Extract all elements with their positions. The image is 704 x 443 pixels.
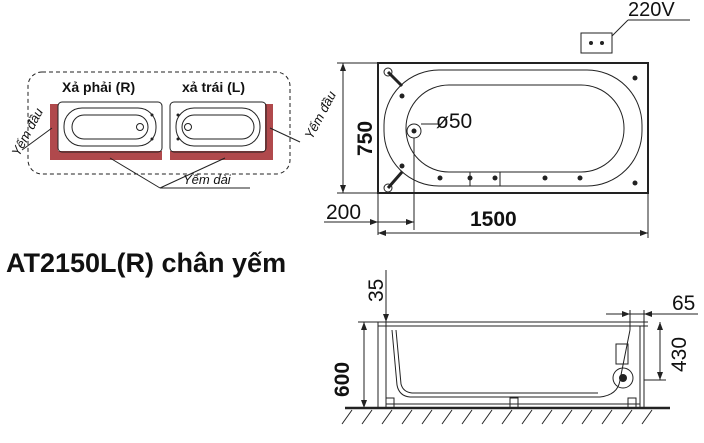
apron-long-l [170, 151, 273, 160]
width-dimension: 750 [354, 121, 377, 156]
rim-dimension: 35 [365, 279, 388, 302]
offset-dimension: 200 [326, 201, 361, 224]
left-drain-label: xả trái (L) [182, 79, 245, 95]
pump-icon [612, 367, 634, 389]
top-view: ø50 750 200 1500 [324, 62, 649, 238]
end-apron-right-label: Yếm đầu [301, 88, 339, 141]
electrical-box-icon [580, 32, 613, 54]
floor-hatch [341, 409, 653, 425]
inset-dimension: 65 [672, 292, 695, 315]
length-dimension: 1500 [470, 208, 517, 231]
tub-variant-left [169, 101, 273, 160]
model-title: AT2150L(R) chân yếm [6, 248, 286, 278]
inner-height-dimension: 430 [668, 337, 691, 372]
apron-end-r [50, 104, 58, 159]
side-view: 600 35 65 430 [331, 270, 698, 425]
right-drain-label: Xả phải (R) [62, 79, 135, 95]
tub-outline [377, 62, 649, 194]
drain-diameter: ø50 [436, 110, 472, 133]
variants-panel: Xả phải (R) xả trái (L) [8, 71, 339, 189]
apron-long-r [50, 151, 162, 160]
long-apron-label: Yếm dài [183, 172, 232, 187]
end-apron-left-label: Yếm đầu [8, 105, 46, 158]
apron-end-l [265, 104, 273, 159]
power-box: 220V [580, 0, 690, 54]
voltage-label: 220V [628, 0, 675, 21]
height-dimension: 600 [331, 362, 354, 397]
variants-dashed-frame [27, 71, 291, 175]
tub-variant-right [50, 101, 163, 160]
